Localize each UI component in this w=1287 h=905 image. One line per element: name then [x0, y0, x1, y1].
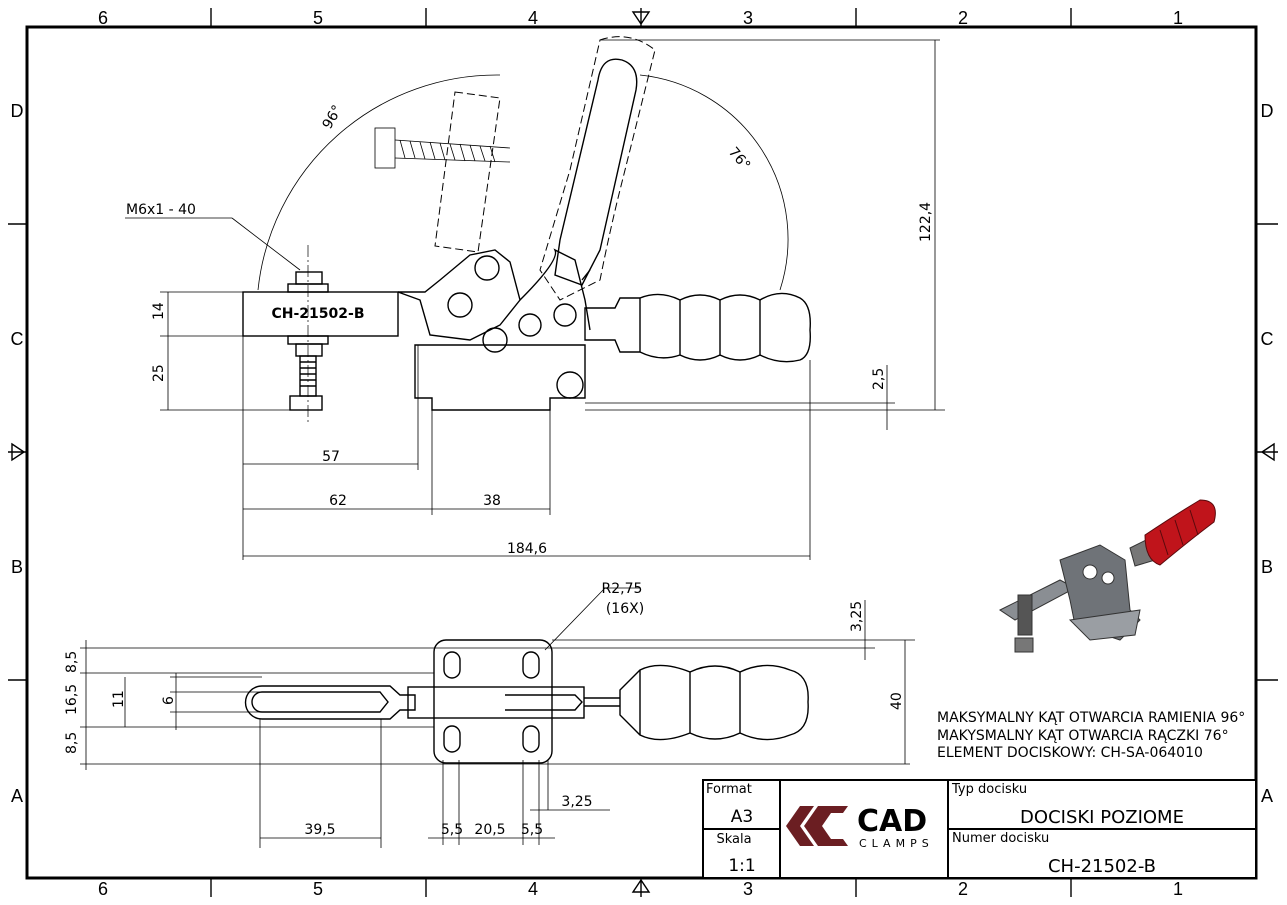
- dim-57: 57: [322, 449, 340, 465]
- zone-row-c: C: [11, 329, 24, 349]
- scale-label: Skala: [716, 832, 751, 847]
- handle-angle-label: 76°: [725, 144, 753, 173]
- zone-labels-left: D C B A: [11, 101, 24, 806]
- centering-arrows: [8, 8, 1278, 897]
- zone-row-b: B: [1261, 557, 1273, 577]
- side-view: CH-21502-B 96° 76° M6x1 - 40: [125, 36, 945, 560]
- dim-62: 62: [329, 493, 347, 509]
- zone-col-6: 6: [98, 879, 108, 899]
- zone-col-4: 4: [528, 8, 538, 28]
- top-dimension-lines: [80, 587, 915, 848]
- handle-closed: [584, 292, 811, 363]
- dim-3-25-bottom: 3,25: [561, 794, 592, 810]
- type-value: DOCISKI POZIOME: [1020, 807, 1184, 828]
- zone-col-3: 3: [743, 879, 753, 899]
- zone-row-d: D: [11, 101, 24, 121]
- zone-labels-right: D C B A: [1261, 101, 1274, 806]
- zone-row-a: A: [1261, 786, 1273, 806]
- dim-25: 25: [151, 364, 167, 382]
- dim-14: 14: [151, 302, 167, 320]
- zone-col-6: 6: [98, 8, 108, 28]
- zone-ticks: [8, 8, 1278, 897]
- handle-open: [554, 58, 638, 286]
- zone-row-b: B: [11, 557, 23, 577]
- isometric-render: [999, 499, 1216, 653]
- zone-labels-top: 6 5 4 3 2 1: [98, 8, 1183, 28]
- dim-6: 6: [161, 696, 177, 705]
- logo-clamps: CLAMPS: [859, 837, 934, 850]
- dim-39-5: 39,5: [304, 822, 335, 838]
- cad-clamps-logo: CAD CLAMPS: [786, 804, 934, 850]
- note-clamp-element: ELEMENT DOCISKOWY: CH-SA-064010: [937, 745, 1203, 761]
- dim-8-5-lower: 8,5: [64, 732, 80, 754]
- zone-row-d: D: [1261, 101, 1274, 121]
- clamp-arm: [242, 249, 521, 341]
- top-view: R2,75 (16X) 3,25 40 8,5 16,5 8,5 11 6 39…: [64, 581, 915, 848]
- zone-labels-bottom: 6 5 4 3 2 1: [98, 879, 1183, 899]
- dim-16-5: 16,5: [64, 684, 80, 715]
- dim-8-5-upper: 8,5: [64, 651, 80, 673]
- dim-122-4: 122,4: [918, 202, 934, 242]
- zone-col-2: 2: [958, 8, 968, 28]
- zone-row-a: A: [11, 786, 23, 806]
- number-value: CH-21502-B: [1048, 856, 1156, 877]
- scale-value: 1:1: [728, 856, 755, 876]
- dim-5-5-left: 5,5: [441, 822, 463, 838]
- dim-40: 40: [889, 692, 905, 710]
- number-label: Numer docisku: [952, 831, 1049, 846]
- format-label: Format: [706, 782, 752, 797]
- arm-marking: CH-21502-B: [272, 306, 365, 322]
- note-handle-angle: MAKYSMALNY KĄT OTWARCIA RĄCZKI 76°: [937, 728, 1229, 744]
- zone-col-4: 4: [528, 879, 538, 899]
- format-value: A3: [731, 807, 753, 827]
- open-screw: [374, 127, 511, 169]
- top-base-plate: [407, 639, 620, 764]
- zone-col-5: 5: [313, 8, 323, 28]
- title-block: Format A3 Skala 1:1 CAD CLAMPS Typ docis…: [702, 779, 1257, 879]
- side-dimension-lines: [160, 39, 945, 560]
- type-label: Typ docisku: [951, 782, 1027, 797]
- dim-20-5: 20,5: [474, 822, 505, 838]
- radius-count: (16X): [606, 601, 644, 617]
- clamp-body: [414, 248, 591, 411]
- zone-row-c: C: [1261, 329, 1274, 349]
- zone-col-3: 3: [743, 8, 753, 28]
- thread-callout: [125, 217, 301, 271]
- phantom-arm-open: [434, 36, 656, 301]
- dim-5-5-right: 5,5: [521, 822, 543, 838]
- radius-callout: R2,75: [602, 581, 643, 597]
- dim-3-25-top: 3,25: [849, 601, 865, 632]
- notes: MAKSYMALNY KĄT OTWARCIA RAMIENIA 96° MAK…: [937, 710, 1245, 761]
- zone-col-2: 2: [958, 879, 968, 899]
- arm-angle-label: 96°: [320, 102, 346, 132]
- thread-callout-label: M6x1 - 40: [126, 202, 196, 218]
- dim-2-5: 2,5: [871, 368, 887, 390]
- dim-11: 11: [111, 690, 127, 708]
- arm-angle-arc: [257, 74, 501, 291]
- zone-col-1: 1: [1173, 879, 1183, 899]
- zone-col-5: 5: [313, 879, 323, 899]
- dim-38: 38: [483, 493, 501, 509]
- top-handle: [619, 664, 809, 741]
- logo-cad: CAD: [857, 804, 927, 839]
- top-arm: [244, 685, 416, 720]
- dim-184-6: 184,6: [507, 541, 547, 557]
- zone-col-1: 1: [1173, 8, 1183, 28]
- note-arm-angle: MAKSYMALNY KĄT OTWARCIA RAMIENIA 96°: [937, 710, 1245, 726]
- handle-angle-arc: [639, 74, 789, 291]
